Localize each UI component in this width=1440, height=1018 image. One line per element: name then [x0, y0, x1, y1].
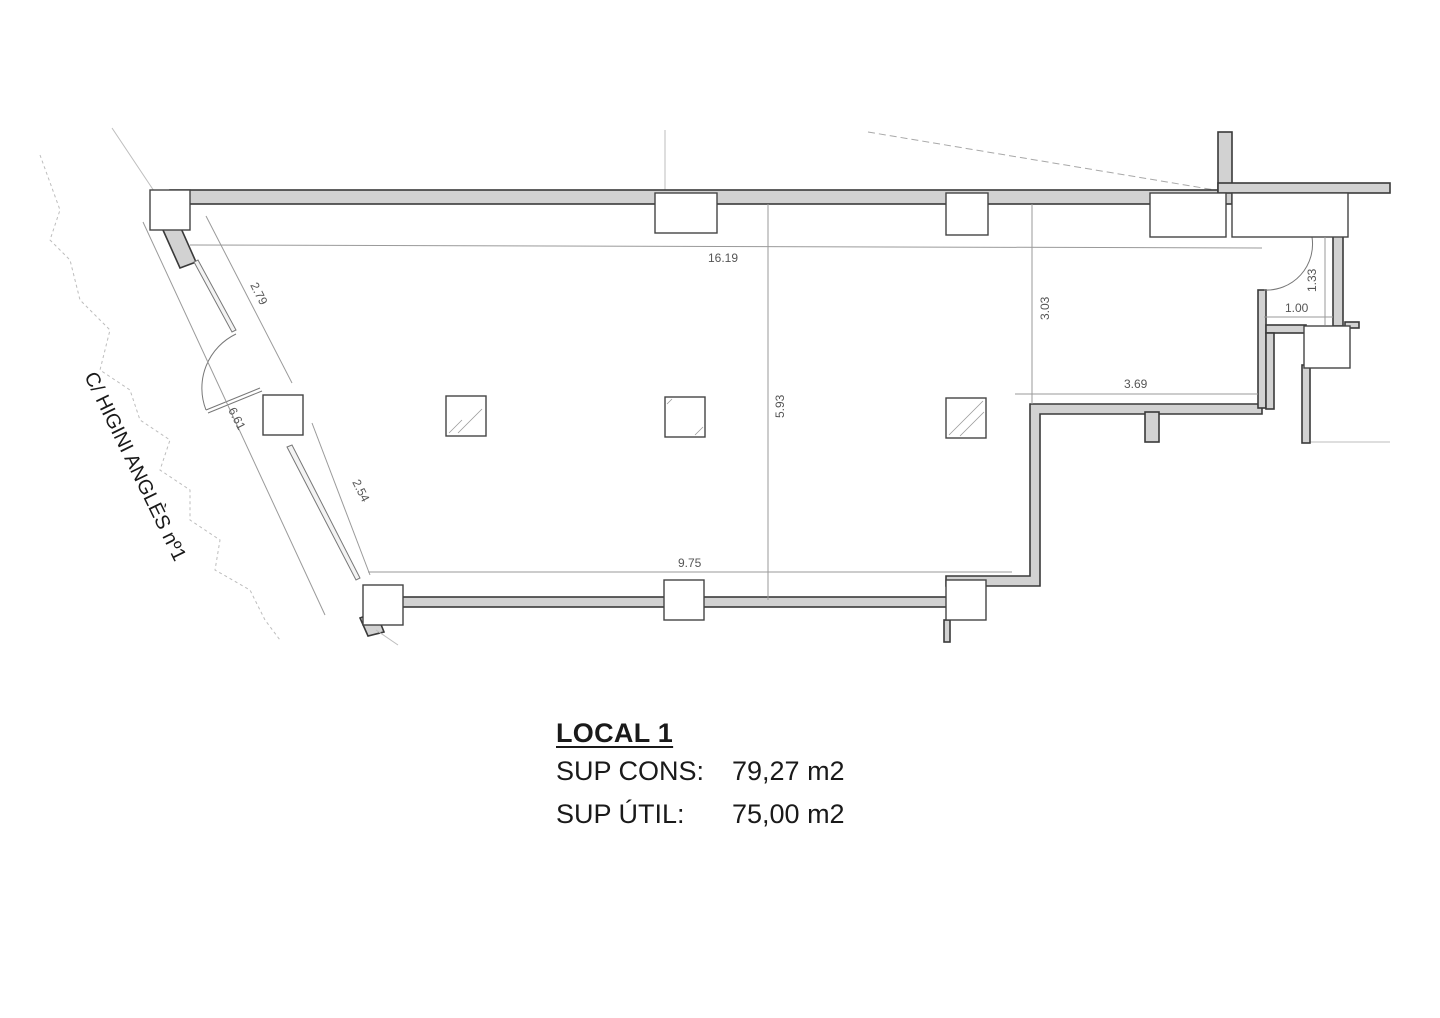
dim-wc-depth: 1.33 — [1305, 268, 1319, 292]
dim-front-total: 6.61 — [225, 405, 248, 432]
column — [1149, 192, 1227, 238]
column — [663, 579, 705, 621]
dim-right-width: 3.69 — [1124, 377, 1148, 391]
column — [1231, 192, 1349, 238]
column — [945, 192, 989, 236]
column — [149, 189, 191, 231]
column — [262, 394, 304, 436]
dim-front-lower: 2.54 — [349, 477, 372, 504]
interior-column — [664, 396, 706, 438]
column — [945, 579, 987, 621]
local-title: LOCAL 1 — [556, 718, 674, 748]
legend-value: 79,27 m2 — [732, 756, 845, 786]
interior-column — [445, 395, 487, 437]
dim-top-length: 16.19 — [708, 251, 738, 265]
legend-label: SUP ÚTIL: — [556, 799, 685, 829]
interior-column — [945, 397, 987, 439]
bottom-wall — [399, 403, 1263, 643]
dim-wc-width: 1.00 — [1285, 301, 1309, 315]
column — [654, 192, 718, 234]
legend-value: 75,00 m2 — [732, 799, 845, 829]
dim-depth-center: 5.93 — [773, 394, 787, 418]
legend-row-built-area: SUP CONS: 79,27 m2 — [556, 750, 845, 793]
dim-bottom-length: 9.75 — [678, 556, 702, 570]
dim-depth-right: 3.03 — [1038, 296, 1052, 320]
legend-label: SUP CONS: — [556, 756, 705, 786]
columns — [149, 189, 1351, 626]
area-legend: LOCAL 1 SUP CONS: 79,27 m2 SUP ÚTIL: 75,… — [556, 716, 845, 836]
street-label: C/ HIGINI ANGLÈS nº1 — [80, 368, 192, 564]
column — [362, 584, 404, 626]
legend-row-usable-area: SUP ÚTIL: 75,00 m2 — [556, 793, 845, 836]
service-walls — [1257, 235, 1360, 444]
context-lines — [39, 127, 1390, 641]
column — [1303, 325, 1351, 369]
dimension-lines — [142, 204, 1333, 616]
